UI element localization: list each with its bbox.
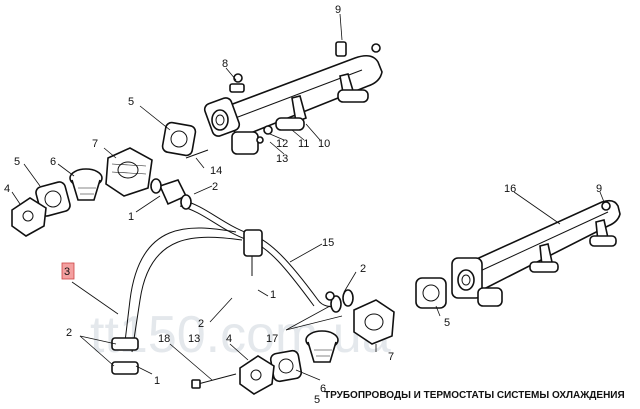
callouts: 9 8 5 7 12 11 10 13 14 5 6 4 2 1 16 9 15… xyxy=(4,4,602,406)
bolt-18 xyxy=(191,373,237,389)
callout-5-bottom: 5 xyxy=(314,394,320,406)
callout-5-upper: 5 xyxy=(128,96,134,108)
gasket-bottom xyxy=(269,349,303,383)
callout-13-lower: 13 xyxy=(188,333,200,345)
thermostat-housing-upper xyxy=(105,147,153,197)
callout-3: 3 xyxy=(64,266,70,278)
hose-clamps-right xyxy=(325,289,354,313)
callout-12: 12 xyxy=(276,138,288,150)
callout-4-bottom: 4 xyxy=(226,333,232,345)
lower-manifold xyxy=(451,199,621,307)
callout-16: 16 xyxy=(504,183,516,195)
callout-1-lower: 1 xyxy=(154,375,160,387)
callout-8: 8 xyxy=(222,58,228,70)
stud-14 xyxy=(185,149,209,159)
callout-17: 17 xyxy=(266,333,278,345)
bypass-hose-3 xyxy=(111,227,243,375)
callout-6-upper: 6 xyxy=(50,156,56,168)
callout-2-upper: 2 xyxy=(212,181,218,193)
callout-9-right: 9 xyxy=(596,183,602,195)
water-pipe-15 xyxy=(179,199,341,308)
leader-lines xyxy=(11,13,605,381)
diagram-caption: ТРУБОПРОВОДЫ И ТЕРМОСТАТЫ СИСТЕМЫ ОХЛАЖД… xyxy=(324,390,625,401)
callout-2-middle: 2 xyxy=(198,318,204,330)
callout-2-lower: 2 xyxy=(66,327,72,339)
hose-connector-upper xyxy=(150,178,192,210)
callout-6-lower: 6 xyxy=(320,383,326,395)
callout-18: 18 xyxy=(158,333,170,345)
callout-3-highlight xyxy=(61,262,75,280)
callout-5-left: 5 xyxy=(14,156,20,168)
gasket-right xyxy=(415,277,447,309)
callout-13-upper: 13 xyxy=(276,153,288,165)
watermark: tt150.com.ua xyxy=(90,306,391,364)
callout-9-top: 9 xyxy=(335,4,341,16)
cover-left xyxy=(11,197,47,237)
callout-7-upper: 7 xyxy=(92,138,98,150)
callout-7-lower: 7 xyxy=(388,351,394,363)
callout-2-right: 2 xyxy=(360,263,366,275)
cover-bottom xyxy=(239,355,275,395)
callout-4-left: 4 xyxy=(4,183,10,195)
thermostat-lower xyxy=(305,330,339,363)
callout-1-middle: 1 xyxy=(270,289,276,301)
gasket-upper xyxy=(161,121,197,157)
callout-15: 15 xyxy=(322,237,334,249)
callout-14: 14 xyxy=(210,165,222,177)
callout-11: 11 xyxy=(298,138,309,150)
callout-10: 10 xyxy=(318,138,330,150)
upper-manifold xyxy=(203,41,383,155)
thermostat-housing-lower xyxy=(353,299,395,345)
callout-5-right: 5 xyxy=(444,317,450,329)
callout-1-upper: 1 xyxy=(128,211,134,223)
thermostat-upper xyxy=(69,168,103,201)
